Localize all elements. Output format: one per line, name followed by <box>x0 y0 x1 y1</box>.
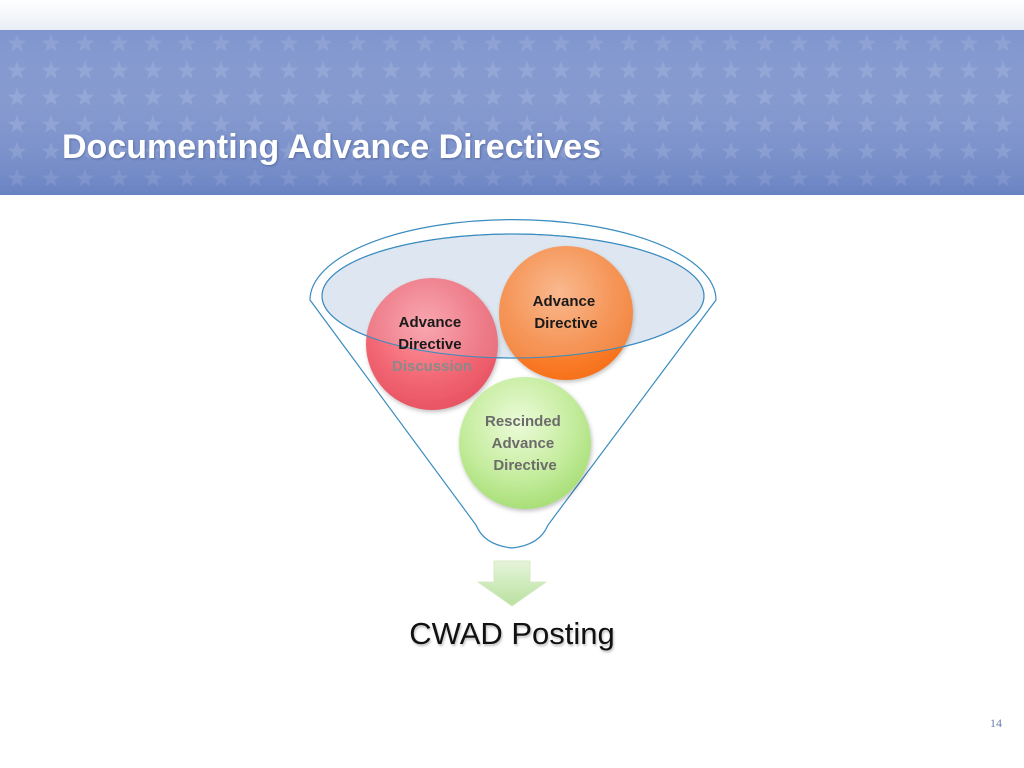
down-arrow-icon <box>476 560 548 607</box>
page-number: 14 <box>990 716 1002 730</box>
circle-advance-directive <box>499 246 633 380</box>
label-rescinded-advance-directive: Rescinded Advance Directive <box>485 413 565 474</box>
title-banner: Documenting Advance Directives <box>0 30 1024 195</box>
label-advance-directive-discussion: Advance Directive Discussion <box>392 314 472 375</box>
circle-advance-directive-discussion <box>366 278 498 410</box>
cwad-posting-label: CWAD Posting <box>409 616 615 651</box>
circle-rescinded-advance-directive <box>459 377 591 509</box>
funnel-rim-overlay <box>321 233 705 359</box>
star-pattern <box>0 30 1024 195</box>
label-advance-directive: Advance Directive <box>533 293 600 332</box>
top-strip <box>0 0 1024 30</box>
slide-title: Documenting Advance Directives <box>62 128 602 166</box>
